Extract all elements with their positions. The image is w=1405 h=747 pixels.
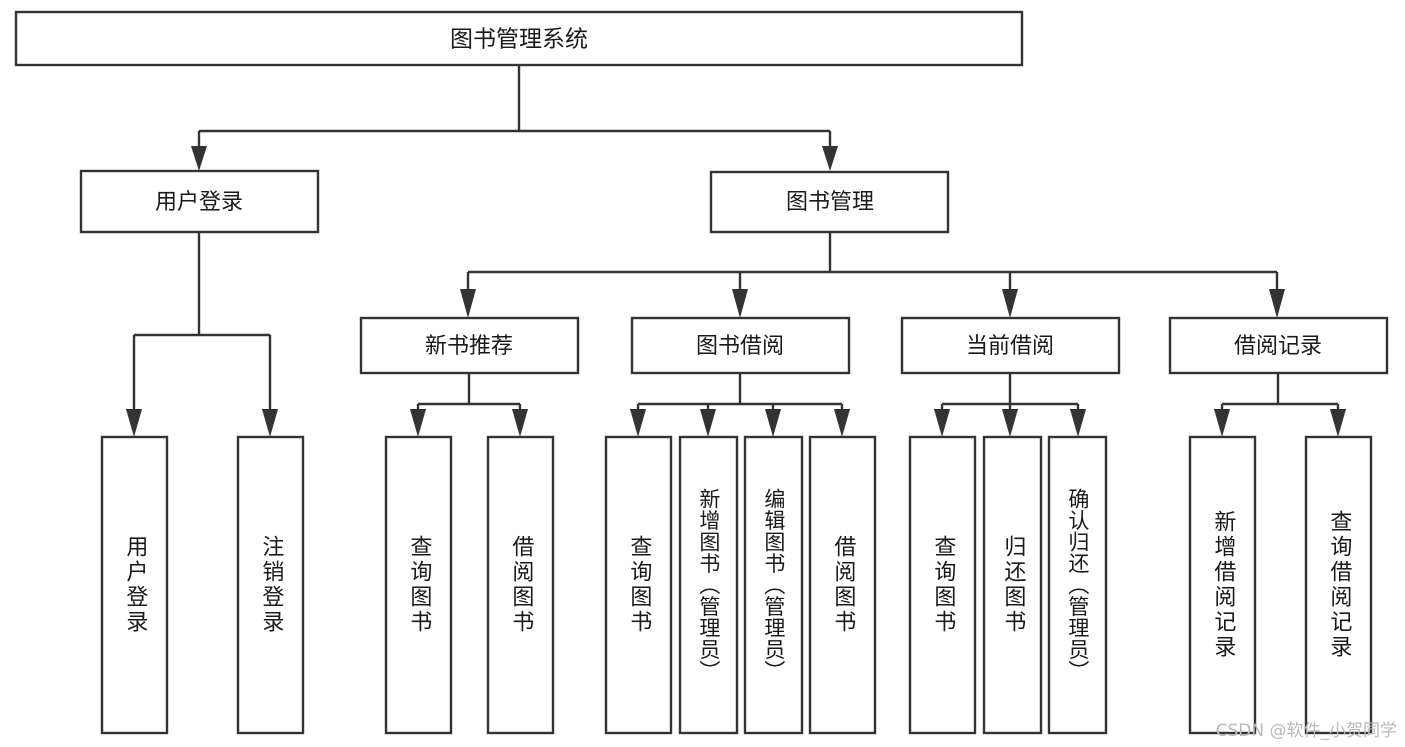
connector-user-login-to-leaves xyxy=(126,232,278,437)
leaf-box-book-borrow-2[interactable] xyxy=(743,435,804,735)
connector-current-borrow-to-leaves xyxy=(934,373,1086,437)
connector-book-management-to-level3 xyxy=(460,232,1285,318)
node-book-management-label: 图书管理 xyxy=(786,190,874,215)
node-book-borrow-label: 图书借阅 xyxy=(696,334,784,359)
leaf-box-current-borrow-1[interactable] xyxy=(982,435,1043,735)
leaf-box-user-login-1[interactable] xyxy=(236,435,305,735)
arrow-head-icon xyxy=(460,289,476,318)
arrow-head-icon xyxy=(1002,409,1018,437)
leaf-box-borrow-record-1[interactable] xyxy=(1304,435,1373,735)
connector-book-borrow-to-leaves xyxy=(630,373,850,437)
arrow-head-icon xyxy=(1070,409,1086,437)
arrow-head-icon xyxy=(700,409,716,437)
arrow-head-icon xyxy=(1330,409,1346,437)
arrow-head-icon xyxy=(512,409,528,437)
arrow-head-icon xyxy=(410,409,426,437)
leaf-box-book-borrow-3[interactable] xyxy=(808,435,877,735)
leaf-box-user-login-0[interactable] xyxy=(100,435,169,735)
arrow-head-icon xyxy=(934,409,950,437)
leaf-box-new-book-0[interactable] xyxy=(384,435,453,735)
arrow-head-icon xyxy=(630,409,646,437)
leaf-box-book-borrow-0[interactable] xyxy=(604,435,673,735)
arrow-head-icon xyxy=(822,146,838,171)
node-book-management[interactable]: 图书管理 xyxy=(709,170,950,234)
arrow-head-icon xyxy=(1269,289,1285,318)
arrow-head-icon xyxy=(1214,409,1230,437)
node-borrow-record[interactable]: 借阅记录 xyxy=(1168,316,1389,375)
arrow-head-icon xyxy=(126,409,142,437)
node-user-login[interactable]: 用户登录 xyxy=(79,169,320,234)
node-new-book-recommend[interactable]: 新书推荐 xyxy=(359,316,580,375)
leaf-box-book-borrow-1[interactable] xyxy=(678,435,739,735)
arrow-head-icon xyxy=(834,409,850,437)
arrow-head-icon xyxy=(1002,289,1018,318)
node-new-book-recommend-label: 新书推荐 xyxy=(425,334,513,359)
leaf-box-borrow-record-0[interactable] xyxy=(1188,435,1257,735)
node-book-borrow[interactable]: 图书借阅 xyxy=(630,316,851,375)
connector-root-to-level2 xyxy=(191,65,838,171)
node-user-login-label: 用户登录 xyxy=(155,190,243,215)
leaf-box-new-book-1[interactable] xyxy=(486,435,555,735)
node-current-borrow[interactable]: 当前借阅 xyxy=(900,316,1121,375)
connector-new-book-recommend-to-leaves xyxy=(410,373,528,437)
arrow-head-icon xyxy=(191,146,207,171)
node-root-label: 图书管理系统 xyxy=(450,27,588,53)
node-current-borrow-label: 当前借阅 xyxy=(966,334,1054,359)
leaf-box-current-borrow-2[interactable] xyxy=(1047,435,1108,735)
arrow-head-icon xyxy=(732,289,748,318)
leaf-box-current-borrow-0[interactable] xyxy=(908,435,977,735)
node-borrow-record-label: 借阅记录 xyxy=(1234,334,1322,359)
node-root[interactable]: 图书管理系统 xyxy=(14,10,1024,67)
arrow-head-icon xyxy=(262,409,278,437)
arrow-head-icon xyxy=(765,409,781,437)
connector-borrow-record-to-leaves xyxy=(1214,373,1346,437)
